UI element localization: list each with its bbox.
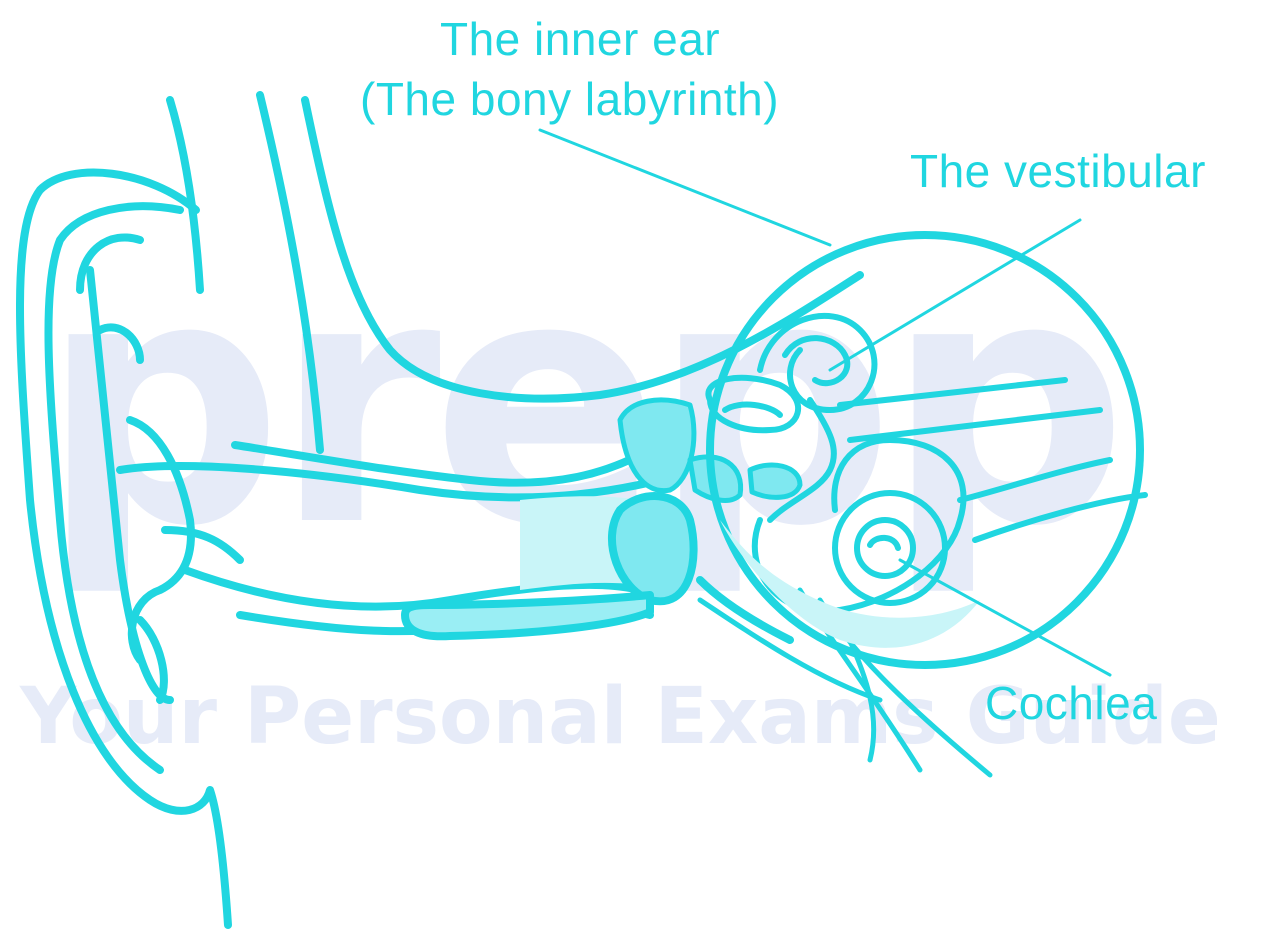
- outer-ear: [20, 100, 228, 925]
- label-bony-labyrinth: (The bony labyrinth): [360, 76, 779, 122]
- label-inner-ear: The inner ear: [440, 16, 720, 62]
- label-cochlea: Cochlea: [985, 680, 1157, 726]
- label-vestibular: The vestibular: [910, 148, 1206, 194]
- cochlea-spiral: [755, 440, 1145, 611]
- inner-ear-circle: [710, 235, 1140, 665]
- temporal-bone-lines: [260, 95, 860, 450]
